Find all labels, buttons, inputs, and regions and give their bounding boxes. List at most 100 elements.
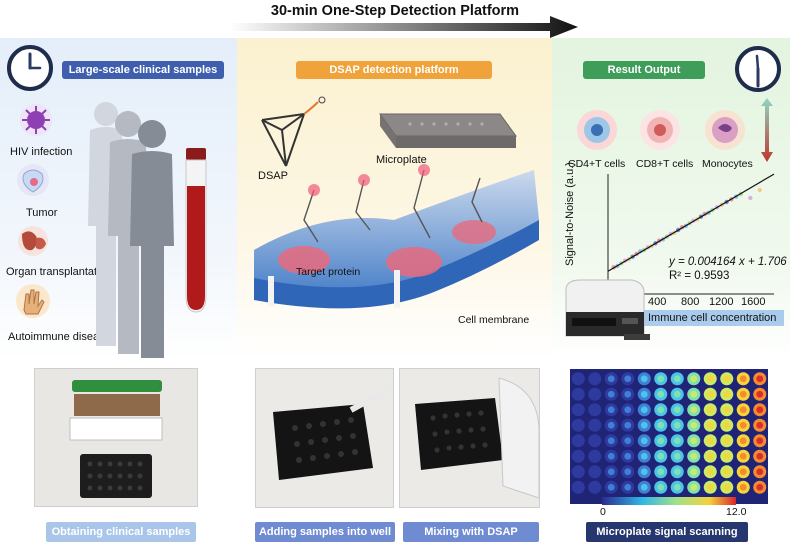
microplate-heatmap — [571, 372, 767, 494]
kidney-icon — [18, 226, 48, 256]
well-core — [574, 421, 582, 429]
well-core — [756, 483, 764, 491]
well-core — [706, 437, 714, 445]
well-core — [706, 483, 714, 491]
well-core — [723, 452, 731, 460]
well-core — [706, 375, 714, 383]
well-core — [739, 452, 747, 460]
microplate-heatmap-photo — [570, 369, 768, 504]
pipette-plate-icon — [273, 385, 393, 480]
well-core — [574, 406, 582, 414]
well-core — [739, 406, 747, 414]
monocyte-icon — [705, 110, 745, 150]
condition-label-organ: Organ transplantation — [6, 266, 112, 278]
clock-icon — [7, 45, 53, 91]
plate-reader-icon — [565, 279, 650, 340]
well-core — [739, 421, 747, 429]
well-core — [624, 375, 632, 383]
well-core — [756, 390, 764, 398]
dsap-platform-pill: DSAP detection platform — [296, 61, 492, 79]
well-core — [657, 437, 665, 445]
caption-mixing-dsap: Mixing with DSAP — [403, 522, 539, 542]
well-core — [591, 375, 599, 383]
well-core — [591, 437, 599, 445]
well-core — [723, 406, 731, 414]
well-core — [640, 390, 648, 398]
xlabel-band — [620, 310, 784, 326]
well-core — [591, 483, 599, 491]
chart-xlabel: Immune cell concentration — [648, 312, 777, 324]
well-core — [574, 437, 582, 445]
up-down-arrow-icon — [761, 98, 773, 162]
scatter-point — [748, 195, 753, 201]
well-core — [624, 390, 632, 398]
colorbar-max: 12.0 — [726, 506, 747, 518]
well-core — [591, 468, 599, 476]
tumor-icon — [17, 164, 49, 196]
well-core — [690, 483, 698, 491]
well-core — [739, 390, 747, 398]
well-core — [640, 483, 648, 491]
chart-equation: y = 0.004164 x + 1.706 — [669, 256, 787, 268]
well-core — [690, 421, 698, 429]
well-core — [723, 421, 731, 429]
blood-tube-icon — [185, 148, 207, 313]
fit-line — [607, 173, 775, 272]
well-core — [706, 468, 714, 476]
colorbar — [602, 497, 736, 505]
well-core — [624, 468, 632, 476]
well-core — [657, 421, 665, 429]
well-core — [657, 468, 665, 476]
well-core — [723, 390, 731, 398]
well-core — [640, 468, 648, 476]
well-core — [657, 375, 665, 383]
well-core — [706, 390, 714, 398]
well-core — [607, 375, 615, 383]
well-core — [673, 468, 681, 476]
cell-label-monocytes: Monocytes — [702, 158, 753, 170]
well-core — [690, 390, 698, 398]
progress-arrow-icon — [230, 16, 578, 38]
well-core — [706, 452, 714, 460]
well-core — [607, 406, 615, 414]
scatter-point — [757, 187, 762, 193]
well-core — [756, 437, 764, 445]
microplate-icon — [379, 113, 517, 148]
well-core — [591, 452, 599, 460]
chart-r2: R² = 0.9593 — [669, 270, 730, 282]
caption-adding-samples: Adding samples into well — [255, 522, 395, 542]
well-core — [607, 483, 615, 491]
sample-tubes-icon — [69, 380, 163, 498]
well-core — [657, 483, 665, 491]
well-core — [673, 375, 681, 383]
well-core — [574, 468, 582, 476]
well-core — [739, 437, 747, 445]
well-core — [640, 421, 648, 429]
well-core — [723, 483, 731, 491]
xtick-label: 800 — [681, 296, 700, 308]
well-core — [607, 421, 615, 429]
condition-label-autoimmune: Autoimmune diseases — [8, 331, 117, 343]
target-protein-label: Target protein — [296, 266, 361, 278]
well-core — [624, 421, 632, 429]
condition-label-hiv: HIV infection — [10, 146, 73, 158]
well-core — [591, 406, 599, 414]
dsap-tetrahedron-icon — [261, 96, 326, 167]
well-core — [690, 375, 698, 383]
well-core — [673, 452, 681, 460]
well-core — [673, 406, 681, 414]
xtick-label: 1200 — [709, 296, 734, 308]
well-core — [673, 421, 681, 429]
well-core — [624, 483, 632, 491]
well-core — [756, 406, 764, 414]
cell-membrane-label: Cell membrane — [458, 314, 530, 326]
xtick-label: 1600 — [741, 296, 766, 308]
well-core — [607, 390, 615, 398]
well-core — [690, 452, 698, 460]
xtick-label: 400 — [648, 296, 667, 308]
well-core — [690, 468, 698, 476]
well-core — [574, 390, 582, 398]
chart-ylabel: Signal-to-Noise (a.u.) — [564, 162, 576, 266]
patients-silhouette-icon — [88, 102, 174, 358]
well-core — [723, 375, 731, 383]
